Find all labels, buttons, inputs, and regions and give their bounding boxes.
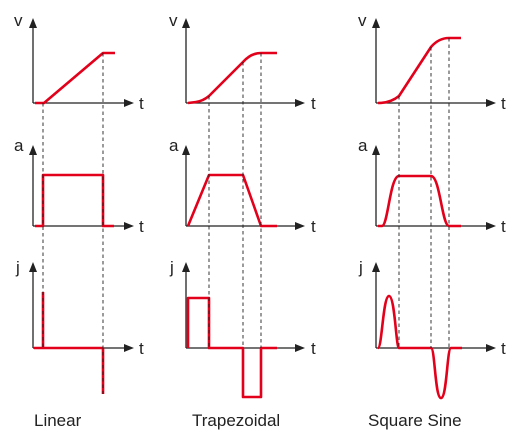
- linear-acceleration-y-arrow: [29, 145, 37, 155]
- trapezoidal-velocity-y-arrow: [182, 18, 190, 28]
- column-trapezoidal: v t a t j t Trapezoidal: [169, 11, 316, 430]
- square-sine-jerk-label: j: [358, 258, 363, 277]
- linear-acceleration-curve: [35, 173, 114, 228]
- caption-square-sine: Square Sine: [368, 411, 462, 430]
- square-sine-velocity-time-label: t: [501, 94, 506, 113]
- linear-velocity-y-arrow: [29, 18, 37, 28]
- trapezoidal-jerk-panel: j t: [169, 258, 316, 399]
- square-sine-velocity-panel: v t: [358, 11, 506, 113]
- caption-trapezoidal: Trapezoidal: [192, 411, 280, 430]
- square-sine-velocity-y-arrow: [372, 18, 380, 28]
- trapezoidal-jerk-x-arrow: [295, 344, 305, 352]
- trapezoidal-jerk-curve: [186, 296, 277, 399]
- trapezoidal-jerk-time-label: t: [311, 339, 316, 358]
- linear-acceleration-panel: a t: [14, 136, 144, 236]
- linear-velocity-time-label: t: [139, 94, 144, 113]
- trapezoidal-acceleration-time-label: t: [311, 217, 316, 236]
- linear-jerk-panel: j t: [15, 258, 144, 394]
- square-sine-acceleration-y-arrow: [372, 145, 380, 155]
- trapezoidal-jerk-label: j: [169, 258, 174, 277]
- square-sine-velocity-x-arrow: [486, 99, 496, 107]
- trapezoidal-velocity-curve: [187, 51, 277, 105]
- square-sine-jerk-x-arrow: [486, 344, 496, 352]
- trapezoidal-velocity-time-label: t: [311, 94, 316, 113]
- linear-acceleration-label: a: [14, 136, 24, 155]
- linear-velocity-x-arrow: [124, 99, 134, 107]
- square-sine-acceleration-label: a: [358, 136, 368, 155]
- trapezoidal-velocity-label: v: [169, 11, 178, 30]
- trapezoidal-acceleration-label: a: [169, 136, 179, 155]
- linear-acceleration-x-arrow: [124, 222, 134, 230]
- trapezoidal-acceleration-panel: a t: [169, 136, 316, 236]
- caption-linear: Linear: [34, 411, 82, 430]
- square-sine-velocity-label: v: [358, 11, 367, 30]
- linear-velocity-label: v: [14, 11, 23, 30]
- linear-jerk-y-arrow: [29, 262, 37, 272]
- column-linear: v t a t j t Linear: [14, 11, 144, 430]
- linear-acceleration-time-label: t: [139, 217, 144, 236]
- trapezoidal-acceleration-curve: [186, 173, 277, 228]
- column-square-sine: v t a t j t Square Sine: [358, 11, 506, 430]
- square-sine-acceleration-curve: [378, 174, 461, 228]
- square-sine-acceleration-panel: a t: [358, 136, 506, 236]
- linear-jerk-label: j: [15, 258, 20, 277]
- linear-jerk-x-arrow: [124, 344, 134, 352]
- square-sine-jerk-time-label: t: [501, 339, 506, 358]
- square-sine-acceleration-time-label: t: [501, 217, 506, 236]
- trapezoidal-jerk-y-arrow: [182, 262, 190, 272]
- linear-velocity-curve: [35, 51, 115, 105]
- trapezoidal-velocity-panel: v t: [169, 11, 316, 113]
- square-sine-acceleration-x-arrow: [486, 222, 496, 230]
- trapezoidal-acceleration-y-arrow: [182, 145, 190, 155]
- trapezoidal-acceleration-x-arrow: [295, 222, 305, 230]
- trapezoidal-velocity-x-arrow: [295, 99, 305, 107]
- linear-velocity-panel: v t: [14, 11, 144, 113]
- linear-jerk-time-label: t: [139, 339, 144, 358]
- square-sine-jerk-y-arrow: [372, 262, 380, 272]
- square-sine-jerk-panel: j t: [358, 258, 506, 400]
